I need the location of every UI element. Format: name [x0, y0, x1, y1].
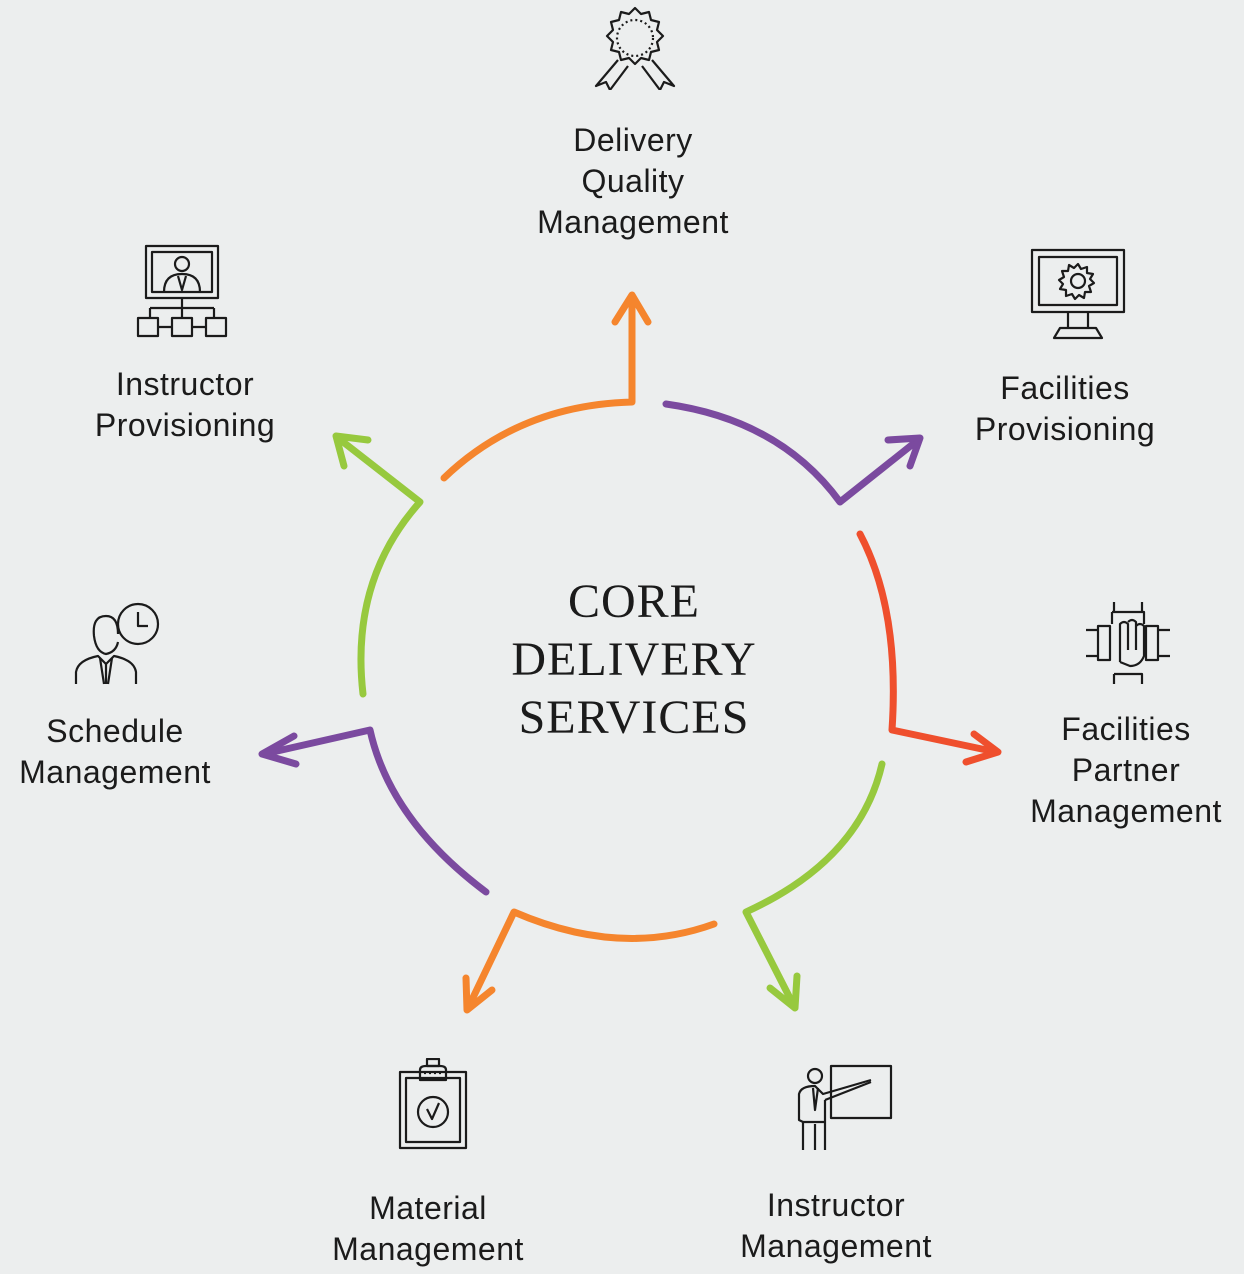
- label-line: Schedule: [46, 713, 184, 749]
- label-line: Facilities: [1000, 370, 1130, 406]
- label-line: Management: [740, 1228, 932, 1264]
- arc-green-bottom-right: [742, 760, 886, 1010]
- center-title-line: CORE: [567, 575, 700, 628]
- arc-orange-top: [440, 292, 636, 482]
- center-title: CORE DELIVERY SERVICES: [472, 573, 796, 747]
- label-line: Management: [19, 754, 211, 790]
- node-label-facilities-provisioning: Facilities Provisioning: [940, 368, 1190, 450]
- node-label-delivery-quality-management: Delivery Quality Management: [483, 120, 783, 243]
- label-line: Provisioning: [974, 411, 1156, 447]
- center-title-line: DELIVERY: [511, 633, 757, 686]
- center-title-line: SERVICES: [518, 691, 750, 744]
- arrowhead-instructor-provisioning: [332, 432, 372, 470]
- stacked-hands-icon: [1084, 600, 1172, 686]
- label-line: Management: [332, 1231, 524, 1267]
- node-label-instructor-provisioning: Instructor Provisioning: [70, 364, 300, 446]
- node-label-instructor-management: Instructor Management: [715, 1185, 957, 1267]
- arrowhead-material-management: [462, 974, 496, 1014]
- node-label-schedule-management: Schedule Management: [0, 711, 230, 793]
- label-line: Facilities: [1061, 711, 1191, 747]
- label-line: Management: [537, 204, 729, 240]
- label-line: Provisioning: [94, 407, 276, 443]
- arc-red-right: [856, 530, 1000, 756]
- label-line: Material: [369, 1190, 487, 1226]
- label-line: Quality: [581, 163, 685, 199]
- arc-purple-left: [260, 726, 490, 896]
- arrowhead-schedule-management: [258, 732, 300, 768]
- label-line: Instructor: [766, 1187, 906, 1223]
- label-line: Management: [1030, 793, 1222, 829]
- label-line: Partner: [1071, 752, 1181, 788]
- screen-org-chart-icon: [134, 244, 230, 338]
- label-line: Instructor: [115, 366, 255, 402]
- arrowhead-delivery-quality: [611, 291, 652, 326]
- arc-orange-bottom: [464, 908, 718, 1012]
- arrowhead-instructor-management: [766, 972, 801, 1012]
- person-clock-icon: [74, 598, 164, 686]
- arc-green-left: [334, 434, 424, 698]
- node-label-material-management: Material Management: [308, 1188, 548, 1270]
- label-line: Delivery: [573, 122, 693, 158]
- node-label-facilities-partner-management: Facilities Partner Management: [1010, 709, 1242, 832]
- presenter-board-icon: [793, 1064, 893, 1152]
- arrowhead-facilities-partner: [962, 730, 1002, 766]
- arrowhead-facilities-provisioning: [884, 434, 924, 470]
- award-ribbon-icon: [590, 6, 680, 90]
- arc-purple-top-right: [662, 400, 922, 506]
- clipboard-check-icon: [396, 1058, 470, 1150]
- monitor-gear-icon: [1030, 248, 1126, 342]
